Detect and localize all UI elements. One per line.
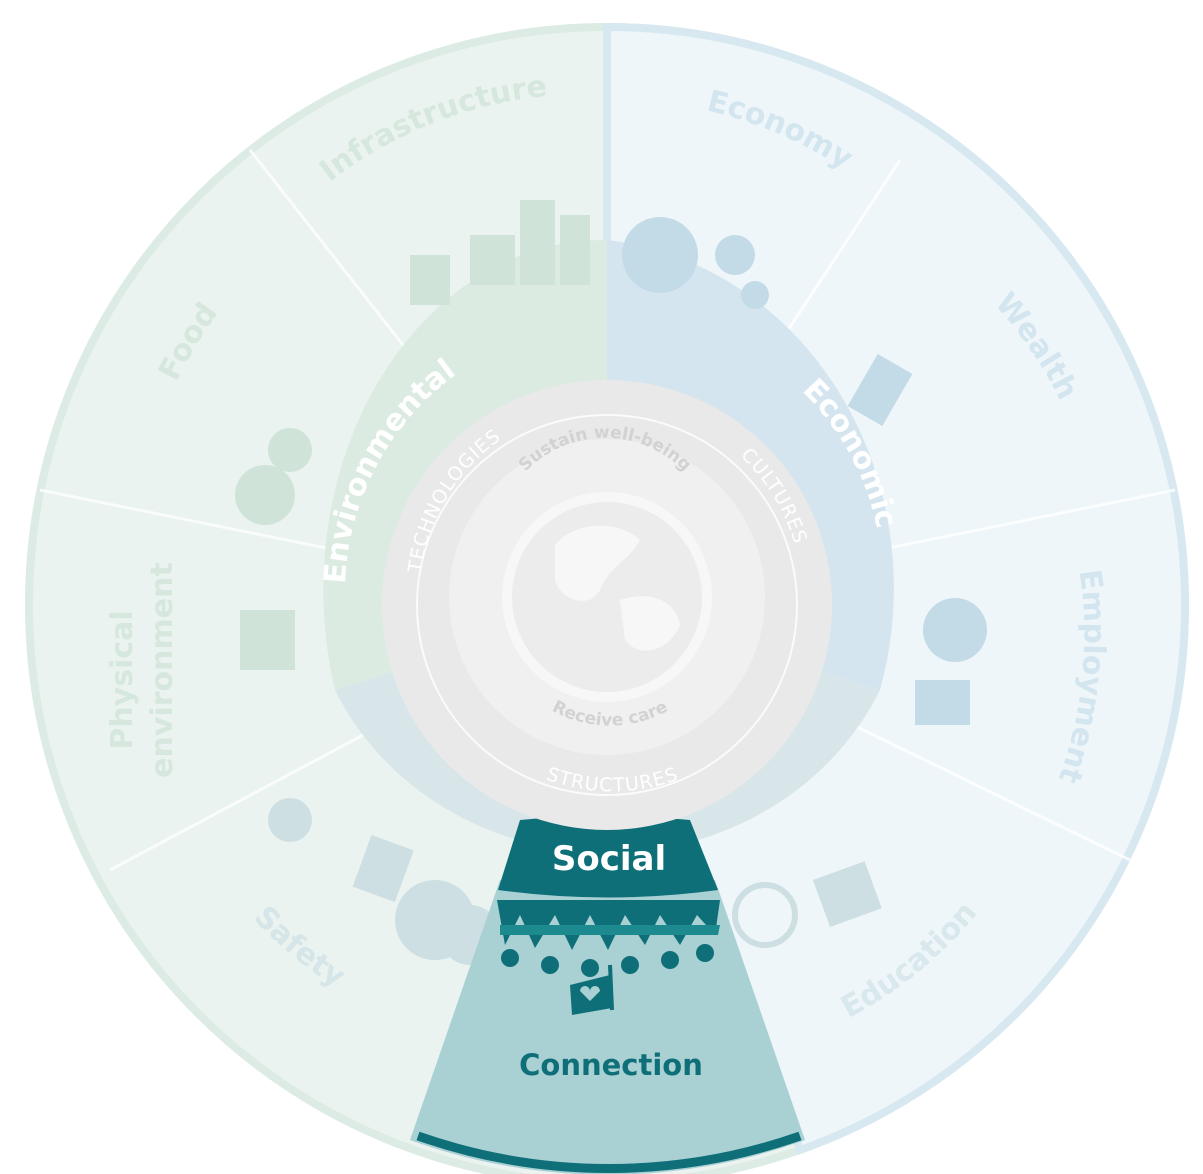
- social-label: Social: [552, 839, 666, 879]
- connection-rim: [416, 1131, 802, 1173]
- core-ring-line: [416, 414, 798, 796]
- economy-gears-icon: [622, 217, 987, 725]
- environment-label: environment: [145, 562, 180, 778]
- physical-label: Physical: [105, 610, 140, 749]
- social-scene-icon: [268, 798, 882, 965]
- globe-icon: [502, 492, 712, 702]
- connection-label: Connection: [519, 1048, 703, 1082]
- city-skyline-icon: [235, 200, 590, 670]
- flag-heart-icon: [570, 964, 614, 1015]
- social-tab[interactable]: [498, 816, 718, 898]
- people-chain-icon: [497, 900, 720, 977]
